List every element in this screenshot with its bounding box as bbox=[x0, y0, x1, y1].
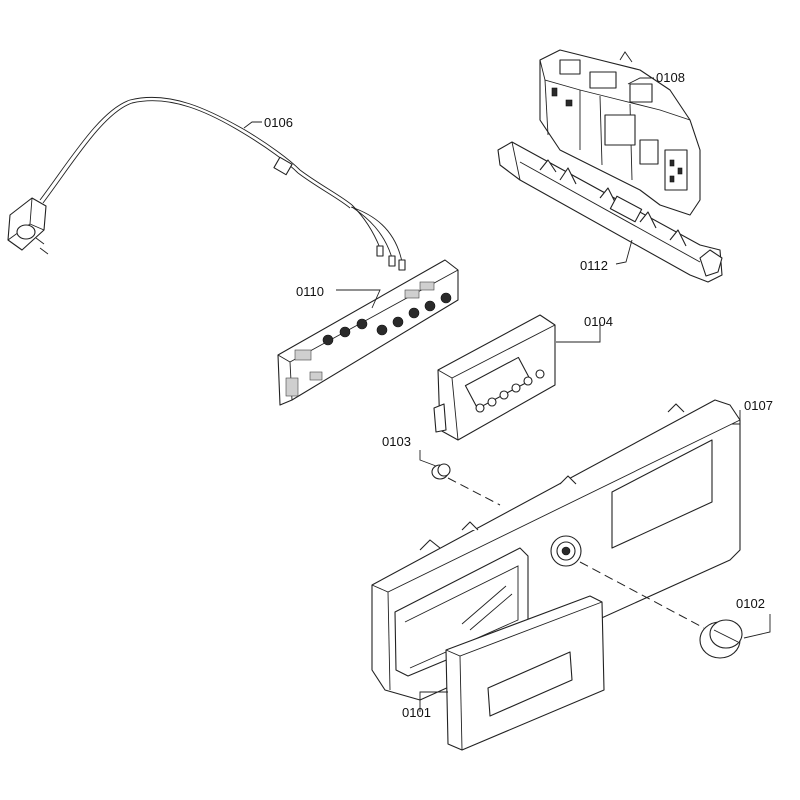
label-0106: 0106 bbox=[264, 115, 293, 130]
control-module bbox=[539, 49, 701, 216]
assembly-line-0102 bbox=[579, 561, 705, 629]
program-knob bbox=[699, 619, 743, 659]
front-panel bbox=[371, 399, 741, 701]
assembly-line-0103 bbox=[447, 477, 501, 506]
button-carrier bbox=[433, 314, 556, 441]
label-0107: 0107 bbox=[744, 398, 773, 413]
small-knob-cap bbox=[431, 463, 451, 480]
circuit-board bbox=[277, 259, 459, 406]
power-cable bbox=[7, 96, 406, 271]
label-0104: 0104 bbox=[584, 314, 613, 329]
bracket-rail bbox=[497, 141, 723, 283]
label-0112: 0112 bbox=[580, 258, 608, 273]
drawer-handle bbox=[445, 595, 605, 751]
label-0103: 0103 bbox=[382, 434, 411, 449]
label-0108: 0108 bbox=[656, 70, 685, 85]
label-0102: 0102 bbox=[736, 596, 765, 611]
label-0110: 0110 bbox=[296, 284, 324, 299]
label-0101: 0101 bbox=[402, 705, 431, 720]
